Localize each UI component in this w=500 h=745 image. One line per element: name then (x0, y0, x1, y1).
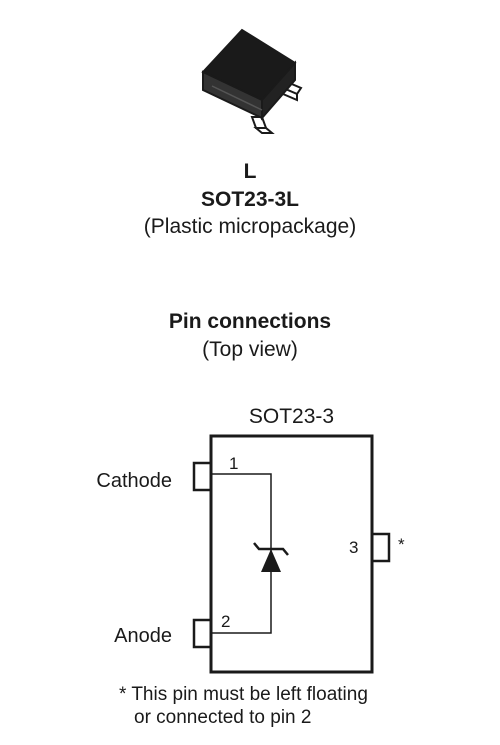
footnote-line-2: or connected to pin 2 (134, 707, 312, 728)
pin-connections-subtitle: (Top view) (202, 338, 298, 361)
pin-1-number: 1 (229, 454, 239, 473)
footnote-line-1: * This pin must be left floating (119, 684, 368, 705)
pin-1-name: Cathode (96, 470, 172, 492)
zener-diode-icon (253, 542, 289, 572)
package-description: (Plastic micropackage) (143, 215, 357, 238)
package-label: SOT23-3 (248, 405, 335, 428)
package-letter: L (243, 160, 257, 183)
pin-diagram (192, 434, 391, 674)
package-outline (209, 434, 374, 674)
package-body (201, 28, 303, 134)
pin-3-number: 3 (349, 538, 359, 557)
package-lead-bottom (250, 116, 268, 129)
pin-2-tab (192, 618, 211, 649)
pin-3-tab (372, 532, 391, 563)
pin-3-note-marker: * (398, 535, 405, 554)
pin-1-tab (192, 461, 211, 492)
pin-connections-title: Pin connections (168, 310, 332, 333)
pin-2-number: 2 (221, 612, 231, 631)
package-name: SOT23-3L (200, 188, 300, 211)
internal-wiring (211, 473, 272, 634)
pin-2-name: Anode (114, 625, 172, 647)
